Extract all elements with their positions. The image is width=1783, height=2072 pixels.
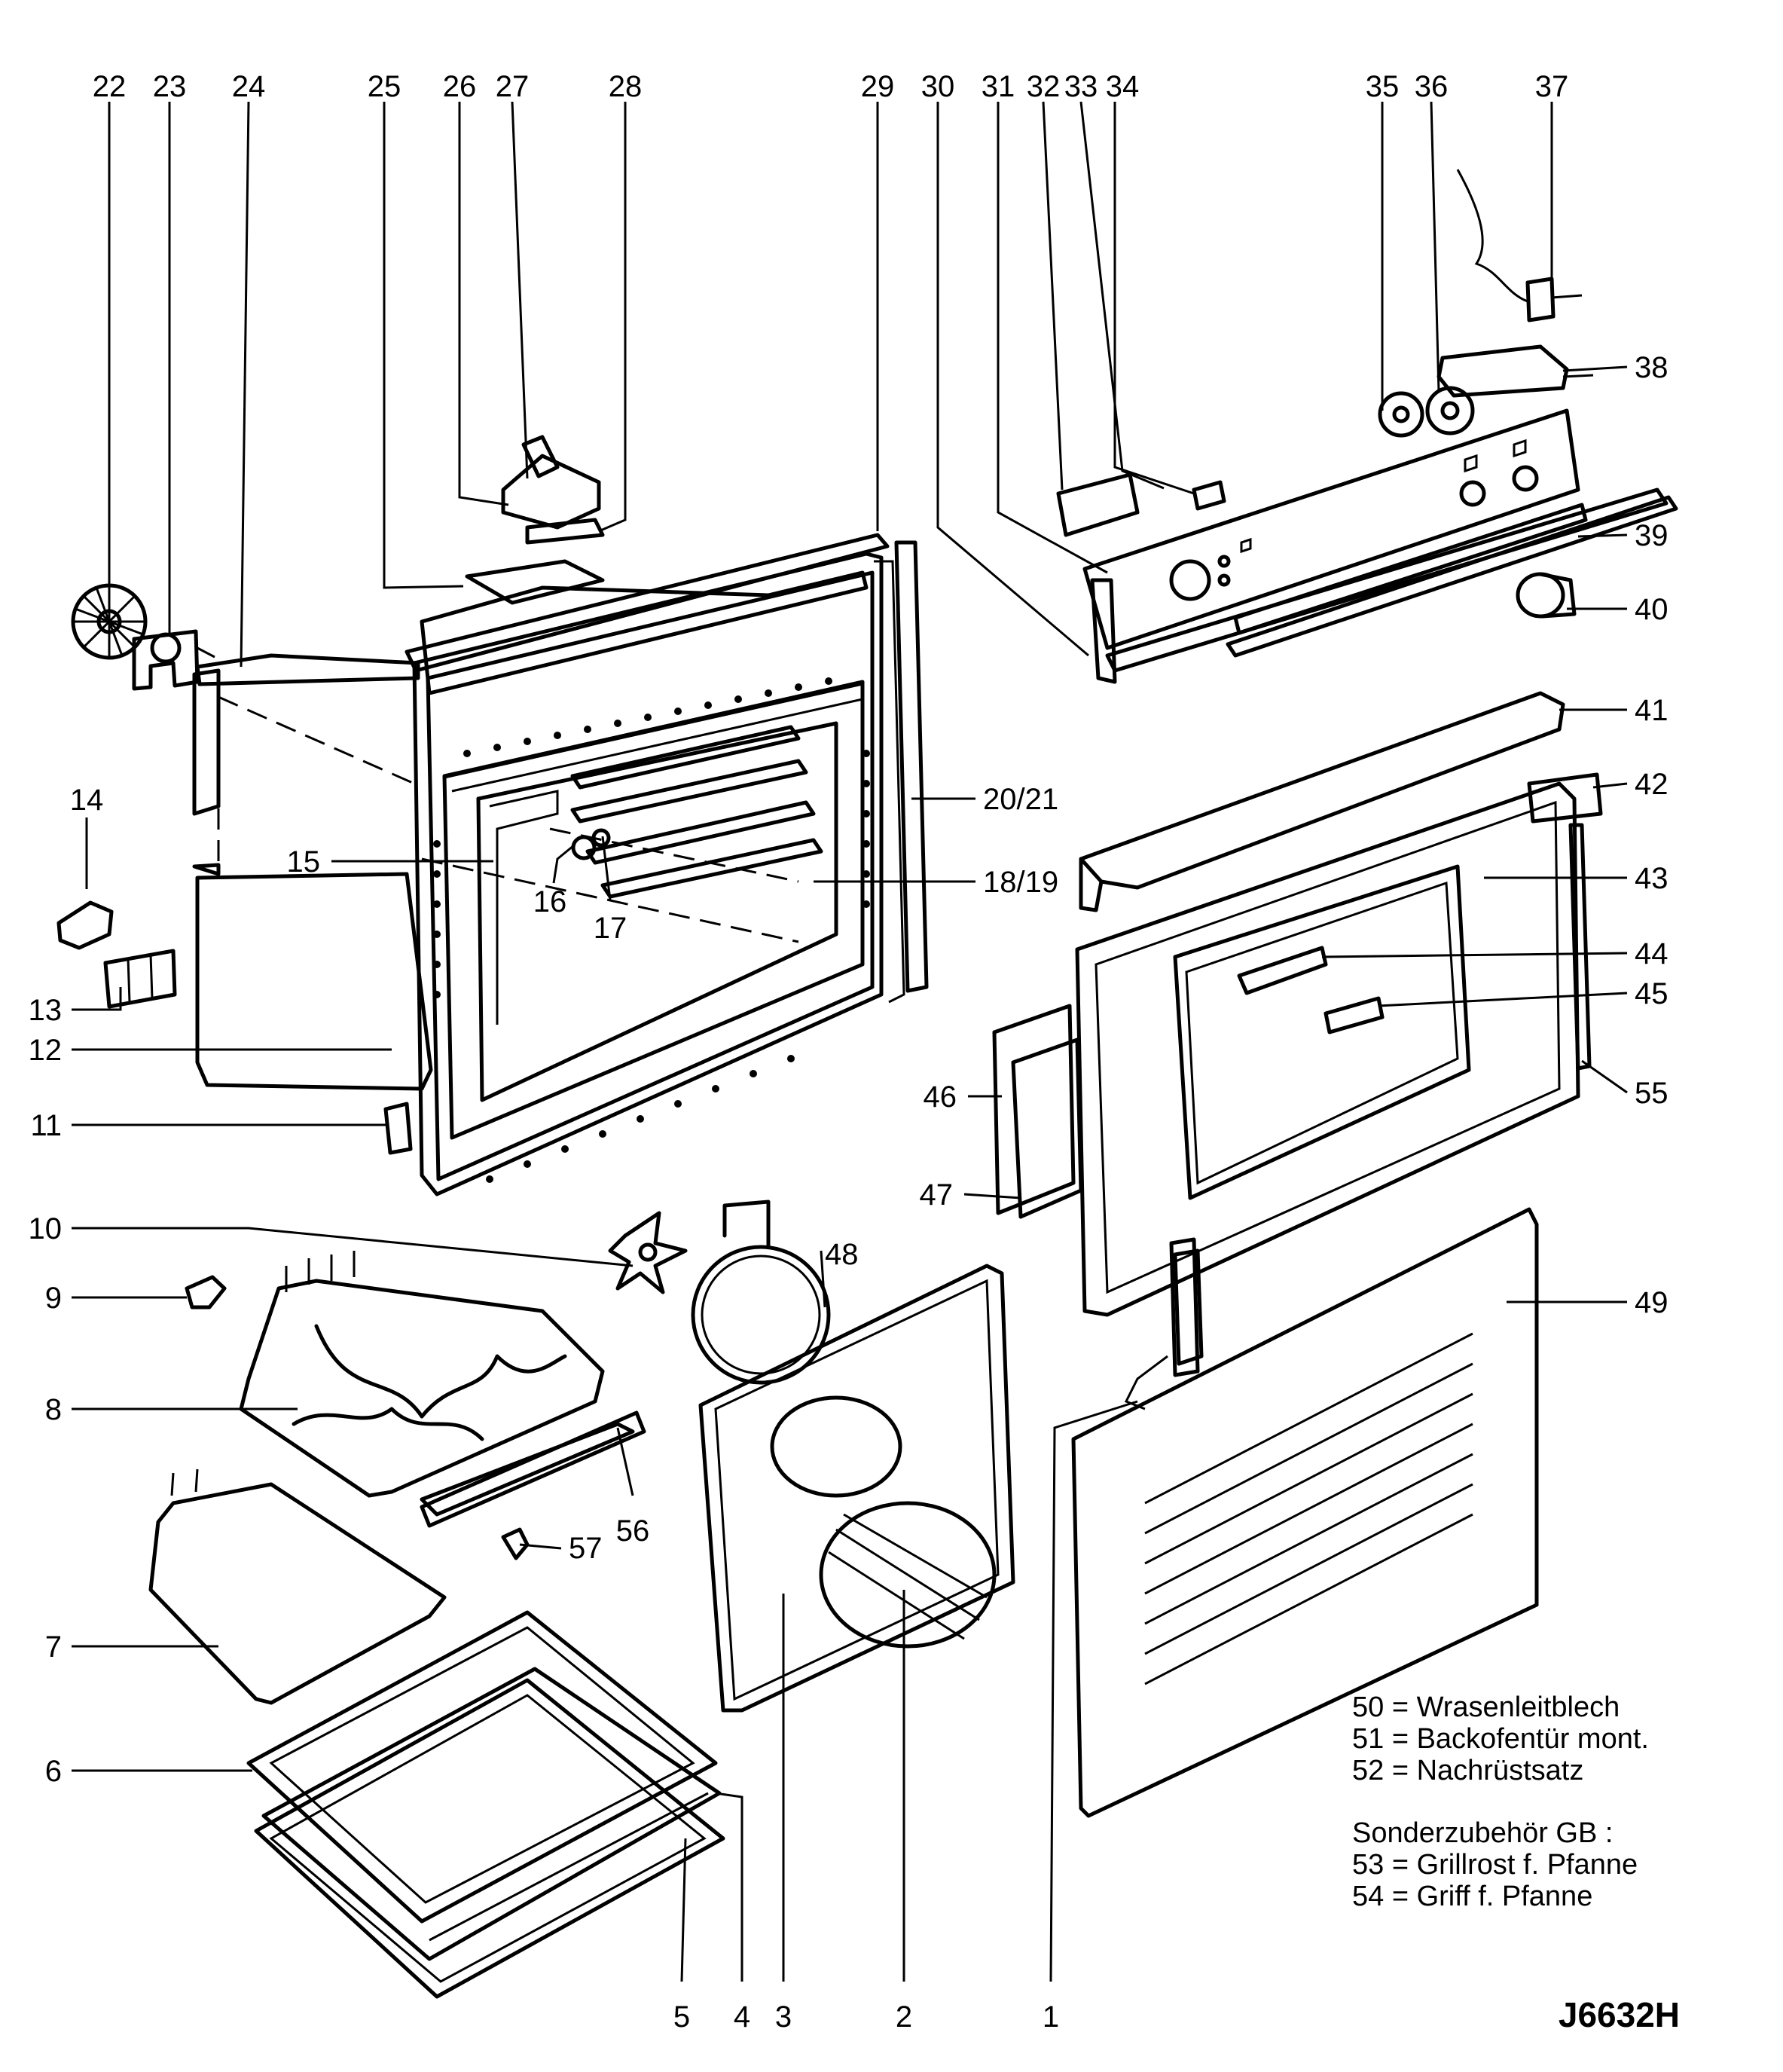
callout-31: 31: [982, 70, 1015, 103]
callout-49: 49: [1635, 1286, 1669, 1319]
callout-17: 17: [594, 912, 627, 945]
callout-45: 45: [1635, 977, 1669, 1010]
frame-hole-dots: [433, 677, 870, 1183]
callout-39: 39: [1635, 519, 1669, 552]
note-53: 53 = Grillrost f. Pfanne: [1352, 1849, 1638, 1881]
callout-3: 3: [775, 2000, 792, 2034]
callout-20-21: 20/21: [983, 783, 1058, 816]
callout-1: 1: [1043, 2000, 1059, 2034]
latch-part-45: [1324, 996, 1385, 1034]
callout-7: 7: [45, 1630, 62, 1664]
callout-56: 56: [616, 1514, 650, 1548]
callout-11: 11: [30, 1109, 62, 1142]
thermostat-part-37: [1456, 169, 1583, 322]
outer-door-panel-part-49: [1071, 1207, 1539, 1818]
glass-pane-part-46: [992, 1004, 1076, 1215]
drawing-code: J6632H: [1559, 1995, 1680, 2034]
door-top-trim-part-41: [1079, 691, 1565, 912]
callout-27: 27: [496, 70, 530, 103]
callout-labels: 22 23 24 25 26 27 28 29 30 31 32 33 34 3…: [29, 70, 1669, 2034]
bracket-part-56: [420, 1410, 646, 1528]
callout-23: 23: [153, 70, 187, 103]
strip-part-39: [1226, 495, 1678, 658]
baking-tray-part-6: [246, 1610, 718, 1924]
callout-28: 28: [609, 70, 643, 103]
callout-12: 12: [29, 1034, 63, 1067]
callout-24: 24: [232, 70, 266, 103]
door-hinge-part-1: [1169, 1237, 1200, 1377]
circular-heating-element-part-48: [691, 1199, 831, 1385]
terminal-block-part-13: [103, 949, 177, 1009]
lower-heating-element-part-7: [148, 1468, 447, 1705]
note-54: 54 = Griff f. Pfanne: [1352, 1881, 1592, 1912]
terminal-block-part-14: [56, 900, 114, 950]
callout-25: 25: [368, 70, 401, 103]
rear-panel-part-3: [698, 1264, 1015, 1713]
callout-2: 2: [896, 2000, 912, 2034]
callout-33: 33: [1064, 70, 1098, 103]
knob-part-40: [1516, 572, 1577, 619]
note-50: 50 = Wrasenleitblech: [1352, 1692, 1620, 1723]
vent-housing-parts-26-28: [501, 435, 605, 545]
callout-13: 13: [29, 994, 63, 1027]
parts-notes: 50 = Wrasenleitblech 51 = Backofentür mo…: [1352, 1692, 1649, 1912]
fan-part-10: [608, 1211, 688, 1294]
callout-9: 9: [45, 1282, 62, 1315]
side-rail-part-55: [1568, 823, 1592, 1071]
callout-14: 14: [70, 784, 104, 817]
callout-44: 44: [1635, 937, 1669, 970]
callout-18-19: 18/19: [983, 866, 1058, 899]
note-52: 52 = Nachrüstsatz: [1352, 1755, 1583, 1786]
door-inner-panel-part-43: [1075, 781, 1580, 1317]
callout-37: 37: [1535, 70, 1569, 103]
clip-part-11: [383, 1102, 413, 1155]
callout-30: 30: [921, 70, 955, 103]
callout-32: 32: [1027, 70, 1061, 103]
leader-lines: [72, 101, 1628, 1982]
callout-6: 6: [45, 1755, 62, 1788]
callout-42: 42: [1635, 768, 1669, 801]
grill-heating-element-part-8: [239, 1251, 635, 1517]
dial-part-35: [1378, 391, 1424, 438]
callout-34: 34: [1106, 70, 1140, 103]
callout-46: 46: [924, 1080, 957, 1114]
filter-grid-part-2: [770, 1395, 997, 1649]
hinge-part-42: [1527, 772, 1603, 824]
callout-8: 8: [45, 1393, 62, 1426]
lamp-socket-part-34: [1192, 480, 1226, 511]
note-51: 51 = Backofentür mont.: [1352, 1723, 1649, 1755]
oven-cavity-frame: [405, 533, 905, 1196]
callout-55: 55: [1635, 1077, 1669, 1110]
side-strip-parts-20-21: [894, 540, 929, 993]
relay-part-32-33: [1056, 472, 1140, 537]
fan-motor-part-23: [132, 629, 215, 691]
callout-40: 40: [1635, 593, 1669, 626]
callout-47: 47: [920, 1178, 954, 1212]
callout-4: 4: [734, 2000, 750, 2034]
connector-part-9: [185, 1275, 227, 1310]
callout-26: 26: [443, 70, 477, 103]
glass-pane-part-47: [1011, 1038, 1083, 1219]
control-panel-parts-30-39: [1082, 408, 1669, 684]
callout-15: 15: [287, 845, 321, 879]
callout-43: 43: [1635, 862, 1669, 895]
callout-29: 29: [861, 70, 895, 103]
handle-plate-part-44: [1237, 946, 1328, 995]
callout-38: 38: [1635, 351, 1669, 384]
callout-10: 10: [29, 1212, 63, 1245]
callout-35: 35: [1366, 70, 1400, 103]
callout-16: 16: [533, 885, 567, 918]
callout-57: 57: [569, 1532, 603, 1565]
callout-22: 22: [93, 70, 127, 103]
callout-5: 5: [673, 2000, 690, 2034]
deep-pan-part-5: [254, 1678, 725, 1999]
accessory-heading: Sonderzubehör GB :: [1352, 1817, 1613, 1849]
callout-48: 48: [825, 1238, 859, 1271]
callout-41: 41: [1635, 694, 1669, 727]
callout-36: 36: [1415, 70, 1449, 103]
